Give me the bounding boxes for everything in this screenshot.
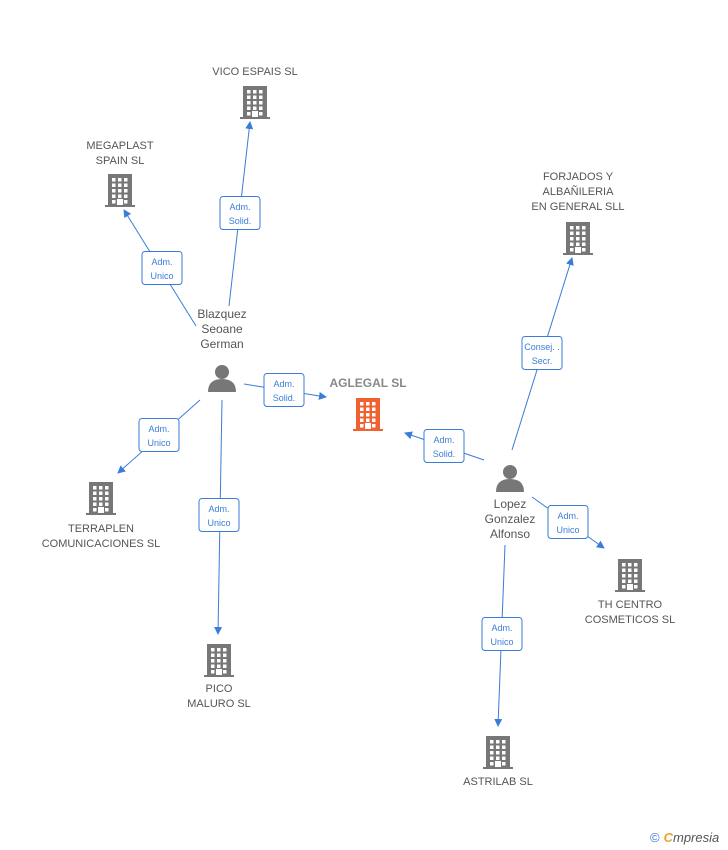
relation-blazquez-megaplast[interactable]: Adm. Unico	[123, 209, 197, 327]
label-line: SPAIN SL	[96, 155, 145, 167]
company-name: ASTRILAB SL	[463, 776, 533, 788]
brand-logo: ©Cmpresia	[650, 830, 720, 845]
company-name: VICO ESPAIS SL	[212, 66, 297, 78]
relation-label-box	[263, 373, 305, 407]
label-line: ASTRILAB SL	[463, 776, 533, 788]
relation-label-box	[141, 251, 183, 285]
label-line: Alfonso	[490, 527, 530, 541]
label-line: Blazquez	[197, 307, 246, 321]
label-line: German	[200, 337, 243, 351]
relation-label: Adm. Unico	[207, 504, 230, 528]
company-forjados[interactable]: FORJADOS Y ALBAÑILERIA EN GENERAL SLL	[531, 171, 625, 255]
relation-label: Adm. Unico	[147, 424, 170, 448]
label-line: Unico	[207, 518, 230, 528]
relation-blazquez-pico[interactable]: Adm. Unico	[198, 399, 240, 635]
building-icon[interactable]	[615, 559, 645, 592]
label-line: COMUNICACIONES SL	[42, 538, 161, 550]
label-line: MALURO SL	[187, 698, 251, 710]
label-line: Unico	[150, 271, 173, 281]
building-icon[interactable]	[563, 222, 593, 255]
label-line: Unico	[490, 637, 513, 647]
company-vico[interactable]: VICO ESPAIS SL	[212, 66, 298, 119]
label-line: TERRAPLEN	[68, 523, 134, 535]
label-line: Unico	[147, 438, 170, 448]
company-terraplen[interactable]: TERRAPLEN COMUNICACIONES SL	[42, 482, 161, 550]
relation-label: Adm. Unico	[556, 511, 579, 535]
label-line: Seoane	[201, 322, 243, 336]
label-line: Gonzalez	[485, 512, 536, 526]
building-icon[interactable]	[353, 398, 383, 431]
company-name: FORJADOS Y ALBAÑILERIA EN GENERAL SLL	[531, 171, 624, 213]
relation-label: Adm. Solid.	[273, 379, 296, 403]
label-line: MEGAPLAST	[86, 140, 154, 152]
company-th[interactable]: TH CENTRO COSMETICOS SL	[585, 559, 675, 626]
label-line: Adm.	[557, 511, 578, 521]
company-pico[interactable]: PICO MALURO SL	[187, 644, 251, 710]
relation-lopez-aglegal[interactable]: Adm. Solid.	[404, 429, 485, 463]
relation-label: Adm. Solid.	[229, 202, 252, 226]
label-line: TH CENTRO	[598, 599, 663, 611]
label-line: FORJADOS Y	[543, 171, 614, 183]
building-icon[interactable]	[483, 736, 513, 769]
building-icon[interactable]	[86, 482, 116, 515]
relation-label: Adm. Solid.	[433, 435, 456, 459]
label-line: Consej. .	[524, 342, 560, 352]
relation-label: Consej. . Secr.	[524, 342, 560, 366]
relation-label-box	[521, 336, 563, 370]
company-astrilab[interactable]: ASTRILAB SL	[463, 736, 533, 788]
relation-lopez-forjados[interactable]: Consej. . Secr.	[511, 257, 574, 451]
relation-label-box	[547, 505, 589, 539]
label-line: Secr.	[532, 356, 553, 366]
label-line: Adm.	[208, 504, 229, 514]
label-line: Solid.	[229, 216, 252, 226]
company-aglegal[interactable]: AGLEGAL SL	[329, 376, 407, 431]
label-line: Adm.	[148, 424, 169, 434]
person-icon[interactable]	[496, 465, 524, 492]
relation-label-box	[481, 617, 523, 651]
relation-label-box	[423, 429, 465, 463]
relation-blazquez-aglegal[interactable]: Adm. Solid.	[243, 373, 327, 407]
label-line: AGLEGAL SL	[329, 376, 406, 390]
company-megaplast[interactable]: MEGAPLAST SPAIN SL	[86, 140, 154, 207]
company-name: TH CENTRO COSMETICOS SL	[585, 599, 675, 626]
company-name: AGLEGAL SL	[329, 376, 406, 390]
label-line: Adm.	[273, 379, 294, 389]
label-line: Adm.	[229, 202, 250, 212]
copyright-icon: ©	[650, 830, 660, 845]
label-line: Adm.	[433, 435, 454, 445]
label-line: Adm.	[491, 623, 512, 633]
relation-blazquez-terraplen[interactable]: Adm. Unico	[117, 399, 201, 474]
building-icon[interactable]	[240, 86, 270, 119]
company-name: TERRAPLEN COMUNICACIONES SL	[42, 523, 161, 550]
label-line: VICO ESPAIS SL	[212, 66, 297, 78]
relation-lopez-astrilab[interactable]: Adm. Unico	[481, 544, 523, 727]
label-line: Lopez	[494, 497, 527, 511]
label-line: PICO	[206, 683, 233, 695]
company-name: MEGAPLAST SPAIN SL	[86, 140, 154, 167]
label-line: COSMETICOS SL	[585, 614, 675, 626]
building-icon[interactable]	[105, 174, 135, 207]
label-line: ALBAÑILERIA	[543, 185, 615, 198]
relation-blazquez-vico[interactable]: Adm. Solid.	[219, 121, 261, 307]
label-line: Solid.	[273, 393, 296, 403]
label-line: Solid.	[433, 449, 456, 459]
relation-lopez-th[interactable]: Adm. Unico	[531, 496, 605, 549]
company-name: PICO MALURO SL	[187, 683, 251, 710]
person-icon[interactable]	[208, 365, 236, 392]
relation-label-box	[198, 498, 240, 532]
relation-label-box	[219, 196, 261, 230]
relation-label: Adm. Unico	[490, 623, 513, 647]
label-line: EN GENERAL SLL	[531, 201, 624, 213]
label-line: Adm.	[151, 257, 172, 267]
label-line: Unico	[556, 525, 579, 535]
building-icon[interactable]	[204, 644, 234, 677]
relation-label: Adm. Unico	[150, 257, 173, 281]
relation-label-box	[138, 418, 180, 452]
